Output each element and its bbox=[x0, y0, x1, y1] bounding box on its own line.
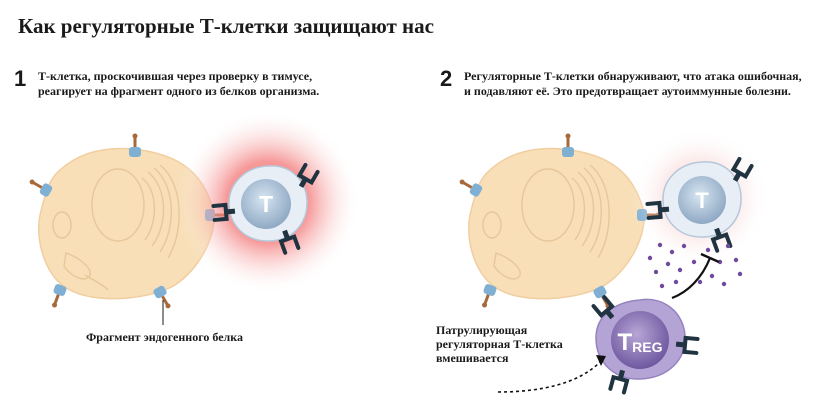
step-1-text: Т-клетка, проскочившая через проверку в … bbox=[38, 69, 319, 99]
page-title: Как регуляторные Т-клетки защищают нас bbox=[18, 14, 434, 38]
inhibition-arrow bbox=[671, 252, 720, 300]
patrol-label-line-3: вмешивается bbox=[436, 351, 509, 365]
patrol-label-line-1: Патрулирующая bbox=[436, 323, 528, 337]
step-1-line-2: реагирует на фрагмент одного из белков о… bbox=[38, 84, 320, 98]
t-cell-1-letter: T bbox=[259, 191, 273, 217]
body-cell-2 bbox=[455, 132, 662, 313]
treg-letter-sub: REG bbox=[632, 339, 662, 355]
t-cell-1 bbox=[211, 162, 320, 255]
mhc-peptide-2a bbox=[560, 132, 576, 159]
t-cell-2-letter: T bbox=[695, 188, 709, 213]
organelles-1 bbox=[52, 164, 180, 291]
treg-letter-main: T bbox=[617, 329, 632, 356]
organelles-2 bbox=[482, 164, 610, 280]
body-cell-1 bbox=[25, 132, 230, 325]
mhc-peptide-1c bbox=[46, 281, 69, 311]
step-2-number: 2 bbox=[440, 66, 453, 91]
patrol-label-line-2: регуляторная Т-клетка bbox=[436, 337, 563, 351]
step-2-text: Регуляторные Т-клетки обнаруживают, что … bbox=[464, 69, 802, 99]
t-cell-2 bbox=[645, 156, 754, 253]
suppressive-cytokines bbox=[647, 242, 743, 289]
patrol-arrow bbox=[497, 355, 606, 393]
treg-cell bbox=[591, 295, 700, 395]
treg-letter: TREG bbox=[617, 329, 662, 356]
mhc-peptide-2c bbox=[476, 281, 499, 311]
step-1-line-1: Т-клетка, проскочившая через проверку в … bbox=[38, 69, 313, 83]
step-2-line-2: и подавляют её. Это предотвращает аутоим… bbox=[464, 84, 791, 98]
step-1-number: 1 bbox=[14, 66, 27, 91]
mhc-peptide-1a bbox=[127, 132, 143, 159]
fragment-label: Фрагмент эндогенного белка bbox=[86, 330, 243, 344]
step-2-line-1: Регуляторные Т-клетки обнаруживают, что … bbox=[464, 69, 802, 83]
patrol-label: Патрулирующая регуляторная Т-клетка вмеш… bbox=[436, 323, 563, 365]
